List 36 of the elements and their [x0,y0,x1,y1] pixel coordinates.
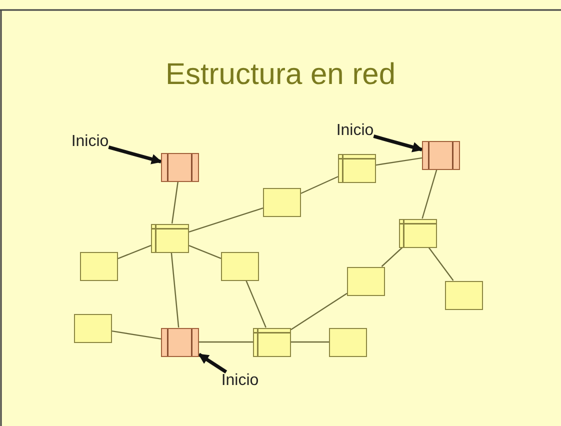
start-label: Inicio [336,122,374,140]
connector-line [300,176,338,194]
connector-line [188,208,264,232]
arrow [108,146,162,164]
process-box [399,218,437,248]
process-box [253,328,291,356]
start-box [161,152,199,182]
process-box [263,188,301,216]
start-label: Inicio [71,133,109,151]
connector-line [290,292,348,330]
connector-line [188,245,222,259]
connector-line [171,181,179,224]
process-box [80,252,118,280]
connector-line [291,341,329,343]
process-box [338,154,376,182]
process-box [445,280,483,310]
start-box [161,328,199,356]
connector-line [112,330,162,340]
start-label: Inicio [221,372,259,390]
process-box [221,252,259,280]
connector-line [246,280,266,328]
arrow [373,134,423,152]
process-box [347,266,385,296]
start-box [422,140,460,170]
title: Estructura en red [164,58,397,92]
process-box [151,224,189,252]
connector-line [381,247,403,267]
arrow [198,352,228,374]
connector-line [376,157,422,166]
connector-line [118,244,152,260]
connector-line [422,169,438,219]
process-box [329,328,367,356]
connector-line [170,252,180,328]
connector-line [428,247,454,281]
connector-line [199,341,253,343]
process-box [74,314,112,342]
